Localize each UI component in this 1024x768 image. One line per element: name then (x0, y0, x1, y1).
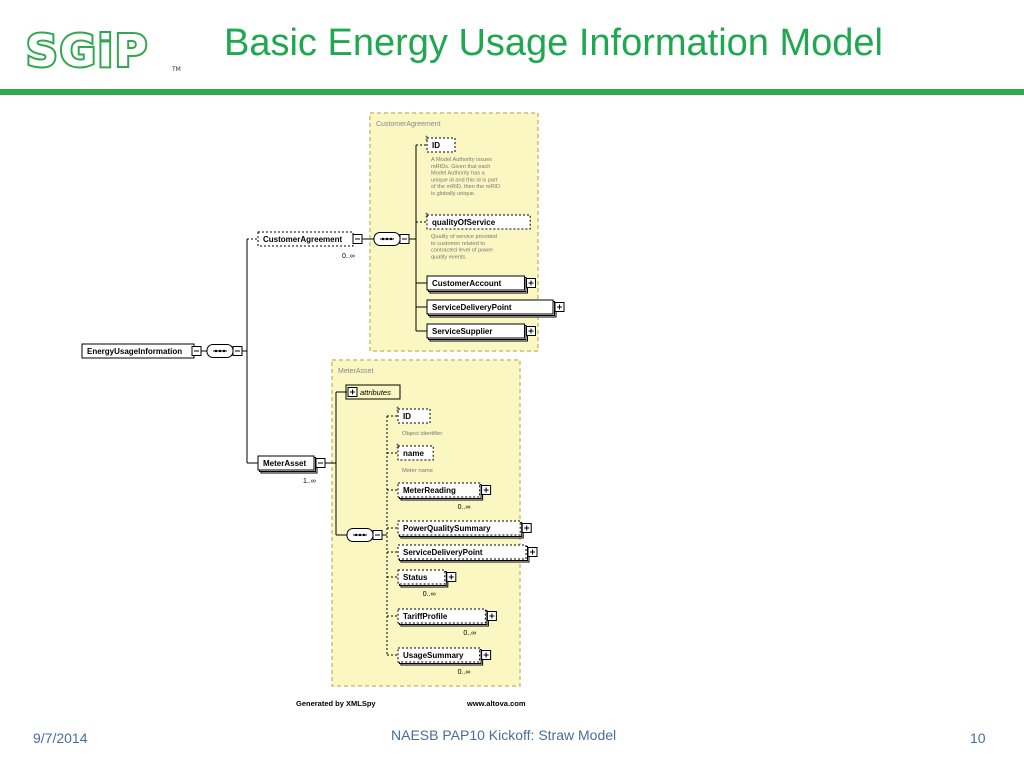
customer-agreement-doc-line: of the mRID, then the mRID (431, 184, 500, 190)
logo-text: SGiP (26, 28, 149, 72)
customer-agreement-child-0-label: ID (432, 141, 440, 150)
sgip-logo: SGiP TM (26, 28, 181, 72)
customer-agreement-child-0 (426, 137, 456, 153)
logo-tm: TM (171, 66, 181, 72)
sequence-dot (381, 237, 385, 241)
sequence-dot (214, 349, 218, 353)
meter-asset-element-label: MeterAsset (263, 459, 306, 468)
meter-asset-child-6 (397, 608, 486, 624)
attribute-marker: ‡ (425, 213, 428, 219)
customer-agreement-child-3-label: ServiceDeliveryPoint (432, 303, 512, 312)
meter-asset-child-0-label: ID (403, 412, 411, 421)
customer-agreement-doc-line: A Model Authority issues (431, 157, 492, 163)
meter-asset-child-1-label: name (403, 449, 424, 458)
meter-asset-child-2-label: MeterReading (403, 486, 456, 495)
attribute-marker: ‡ (425, 136, 428, 142)
generated-by-label: Generated by XMLSpy (296, 699, 376, 708)
customer-agreement-child-1 (426, 214, 531, 230)
meter-asset-child-6-label: TariffProfile (403, 612, 448, 621)
sequence-dot (222, 349, 226, 353)
customer-agreement-child-4 (426, 323, 525, 339)
footer-date: 9/7/2014 (33, 730, 88, 746)
meter-asset-child-cardinality: 0..∞ (463, 630, 476, 637)
meter-asset-doc: Meter name (402, 468, 433, 474)
meter-asset-child-1 (397, 445, 434, 461)
meter-asset-child-cardinality: 0..∞ (458, 504, 471, 511)
customer-agreement-child-2 (426, 275, 525, 291)
customer-agreement-child-2-label: CustomerAccount (432, 279, 502, 288)
meter-asset-child-3 (397, 520, 521, 536)
customer-agreement-doc-line: is globally unique. (431, 191, 476, 197)
customer-agreement-cardinality: 0..∞ (342, 253, 355, 260)
attributes-box (345, 384, 401, 400)
sequence-dot (385, 237, 389, 241)
customer-agreement-child-3 (426, 299, 554, 315)
meter-asset-child-4 (397, 544, 527, 560)
customer-agreement-doc-line: mRIDs. Given that each (431, 164, 490, 170)
attribute-marker: ‡ (396, 444, 399, 450)
meter-asset-group-label: MeterAsset (338, 368, 373, 375)
customer-agreement-doc-line: quality events. (431, 254, 467, 260)
sequence-dot (218, 349, 222, 353)
sequence-dot (354, 533, 358, 537)
meter-asset-child-cardinality: 0..∞ (423, 591, 436, 598)
website-label: www.altova.com (466, 699, 526, 708)
title-rule (0, 89, 1024, 95)
slide-title: Basic Energy Usage Information Model (224, 22, 883, 64)
customer-agreement-element-label: CustomerAgreement (263, 235, 342, 244)
customer-agreement-doc-line: unique id and this id is part (431, 177, 498, 183)
footer-title: NAESB PAP10 Kickoff: Straw Model (391, 727, 617, 743)
customer-agreement-doc-line: to customer related to (431, 241, 485, 247)
meter-asset-child-2 (397, 482, 481, 498)
meter-asset-doc: Object identifier (402, 431, 442, 437)
meter-asset-child-0 (397, 408, 431, 424)
meter-asset-child-4-label: ServiceDeliveryPoint (403, 548, 483, 557)
page-number: 10 (970, 730, 986, 746)
meter-asset-child-7-label: UsageSummary (403, 651, 464, 660)
customer-agreement-doc-line: Model Authority has a (431, 171, 486, 177)
customer-agreement-doc-line: contracted level of power (431, 248, 493, 254)
attributes-label: attributes (360, 388, 391, 397)
sequence-dot (362, 533, 366, 537)
customer-agreement-doc-line: Quality of service provided (431, 234, 497, 240)
attribute-marker: ‡ (396, 407, 399, 413)
sequence-dot (389, 237, 393, 241)
meter-asset-child-5-label: Status (403, 573, 428, 582)
meter-asset-child-5 (397, 569, 446, 585)
meter-asset-child-3-label: PowerQualitySummary (403, 524, 491, 533)
meter-asset-child-cardinality: 0..∞ (458, 669, 471, 676)
meter-asset-child-7 (397, 647, 481, 663)
sequence-dot (358, 533, 362, 537)
root-element-label: EnergyUsageInformation (87, 347, 182, 356)
customer-agreement-child-1-label: qualityOfService (432, 218, 496, 227)
meter-asset-element (257, 455, 315, 471)
meter-asset-cardinality: 1..∞ (303, 478, 316, 485)
customer-agreement-group-label: CustomerAgreement (376, 121, 441, 128)
customer-agreement-child-4-label: ServiceSupplier (432, 327, 492, 336)
